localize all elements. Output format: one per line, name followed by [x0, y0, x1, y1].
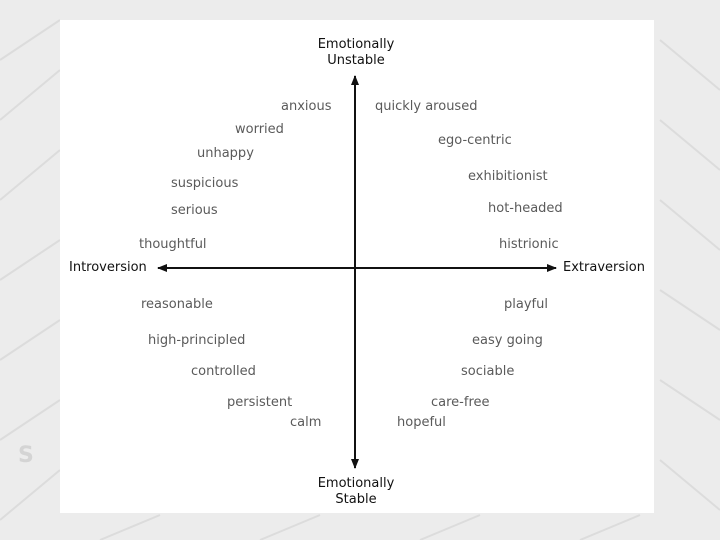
axis-label-bottom-line1: Emotionally	[317, 476, 395, 491]
trait-hopeful: hopeful	[397, 415, 446, 430]
trait-persistent: persistent	[227, 395, 293, 410]
trait-easy-going: easy going	[472, 333, 543, 348]
trait-worried: worried	[235, 122, 284, 137]
axis-label-top-line1: Emotionally	[317, 37, 395, 52]
trait-sociable: sociable	[461, 364, 515, 379]
axis-label-top-line2: Unstable	[327, 53, 385, 68]
trait-reasonable: reasonable	[141, 297, 213, 312]
trait-unhappy: unhappy	[197, 146, 254, 161]
axis-label-bottom-line2: Stable	[335, 492, 377, 507]
trait-histrionic: histrionic	[499, 237, 559, 252]
trait-playful: playful	[504, 297, 548, 312]
trait-care-free: care-free	[431, 395, 490, 410]
axis-label-bottom: Emotionally Stable	[300, 476, 412, 508]
axis-label-top: Emotionally Unstable	[300, 37, 412, 69]
trait-thoughtful: thoughtful	[139, 237, 207, 252]
trait-calm: calm	[290, 415, 322, 430]
trait-quickly-aroused: quickly aroused	[375, 99, 478, 114]
trait-suspicious: suspicious	[171, 176, 239, 191]
trait-high-principled: high-principled	[148, 333, 246, 348]
trait-serious: serious	[171, 203, 218, 218]
axis-label-left: Introversion	[69, 260, 147, 275]
trait-anxious: anxious	[281, 99, 332, 114]
trait-exhibitionist: exhibitionist	[468, 169, 548, 184]
axis-label-right: Extraversion	[563, 260, 645, 275]
trait-ego-centric: ego-centric	[438, 133, 512, 148]
trait-hot-headed: hot-headed	[488, 201, 563, 216]
trait-controlled: controlled	[191, 364, 256, 379]
svg-text:S: S	[18, 443, 34, 468]
